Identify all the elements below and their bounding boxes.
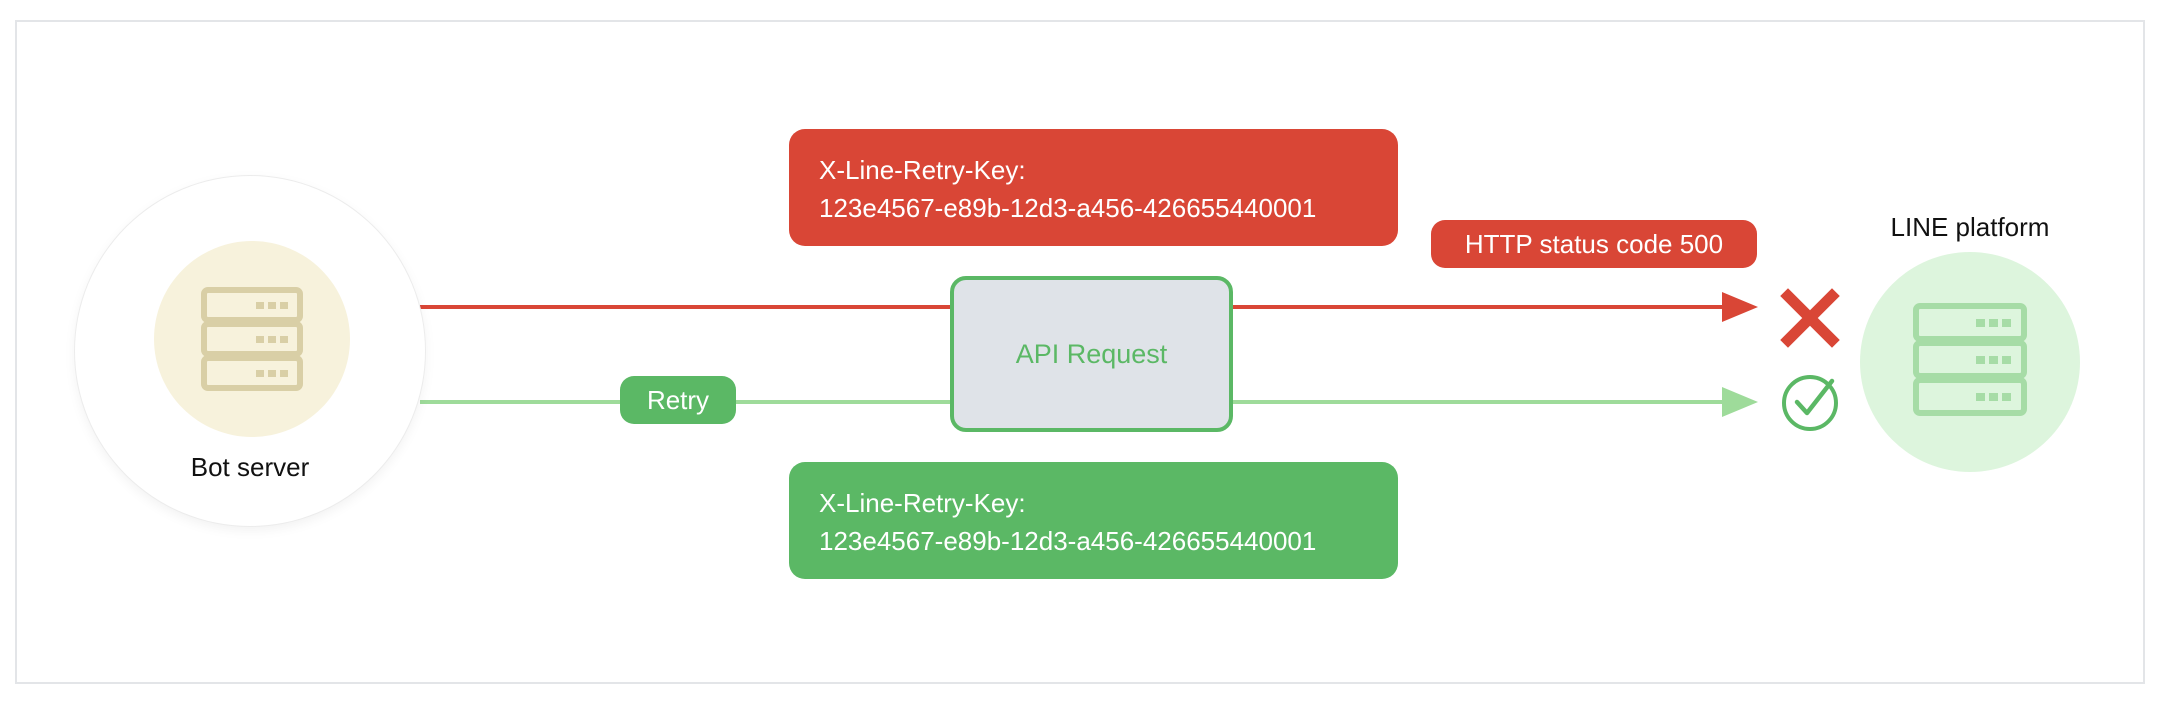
check-circle-icon bbox=[1782, 375, 1838, 431]
server-icon bbox=[1913, 303, 2027, 416]
api-request-box: API Request bbox=[950, 276, 1233, 432]
http-status-badge: HTTP status code 500 bbox=[1431, 220, 1757, 268]
server-icon bbox=[201, 287, 303, 391]
bot-server-icon-bg bbox=[154, 241, 350, 437]
first-attempt-retry-key-box: X-Line-Retry-Key: 123e4567-e89b-12d3-a45… bbox=[789, 129, 1398, 246]
bot-server-label: Bot server bbox=[190, 452, 310, 482]
retry-key-header-name: X-Line-Retry-Key: bbox=[819, 155, 1026, 185]
retry-key-value: 123e4567-e89b-12d3-a456-426655440001 bbox=[819, 193, 1317, 223]
line-platform-label: LINE platform bbox=[1890, 212, 2050, 242]
retry-key-header-name: X-Line-Retry-Key: bbox=[819, 488, 1026, 518]
retry-arrowhead bbox=[1722, 387, 1758, 417]
retry-key-value: 123e4567-e89b-12d3-a456-426655440001 bbox=[819, 526, 1317, 556]
retry-attempt-retry-key-box: X-Line-Retry-Key: 123e4567-e89b-12d3-a45… bbox=[789, 462, 1398, 579]
cross-icon bbox=[1780, 288, 1840, 348]
retry-badge: Retry bbox=[620, 376, 736, 424]
line-platform-node bbox=[1860, 252, 2080, 472]
first-attempt-arrowhead bbox=[1722, 292, 1758, 322]
